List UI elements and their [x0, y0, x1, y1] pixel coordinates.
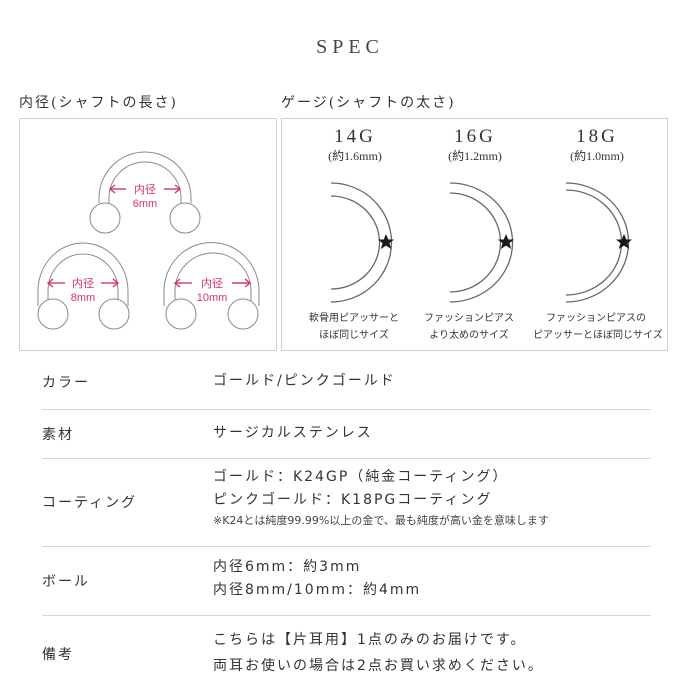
gauge-mm: (約1.6mm): [328, 149, 382, 163]
spec-value: サージカルステンレス: [213, 425, 373, 441]
gauge-name: 16G: [454, 126, 496, 147]
spec-row-color: カラー ゴールド/ピンクゴールド: [42, 372, 651, 396]
spec-value: こちらは【片耳用】1点のみのお届けです。 両耳お使いの場合は2点お買い求めくださ…: [213, 632, 544, 674]
svg-text:6mm: 6mm: [133, 198, 157, 210]
spec-value: 内径6mm：約3mm 内径8mm/10mm：約4mm: [213, 559, 422, 598]
arc-18g-inner: [565, 189, 623, 296]
spec-label: 備考: [42, 647, 74, 663]
gauge-arcs: [330, 182, 632, 303]
svg-text:10mm: 10mm: [197, 292, 228, 304]
gauge-heading: ゲージ(シャフトの太さ): [281, 95, 456, 111]
arc-18g-outer: [565, 182, 630, 303]
arc-14g-inner: [330, 195, 381, 290]
svg-text:内径: 内径: [201, 276, 223, 290]
gauge-14g: 14G (約1.6mm): [292, 126, 418, 164]
svg-text:8mm: 8mm: [71, 292, 95, 304]
horseshoe-10mm: [163, 242, 260, 330]
divider: [42, 409, 651, 410]
inner-diameter-diagram: 内径 6mm 内径 8mm: [19, 118, 277, 351]
spec-value: ゴールド/ピンクゴールド: [213, 373, 396, 389]
divider: [42, 615, 651, 616]
spec-label: ボール: [42, 574, 90, 590]
star-icon: [378, 234, 632, 249]
divider: [42, 458, 651, 459]
gauge-mm: (約1.2mm): [448, 149, 502, 163]
page-title: SPEC: [316, 36, 384, 58]
gauge-16g-description: ファッションピアス より太めのサイズ: [424, 313, 514, 341]
gauge-name: 14G: [334, 126, 376, 147]
spec-row-ball: ボール 内径6mm：約3mm 内径8mm/10mm：約4mm: [42, 556, 651, 606]
coating-note: ※K24とは純度99.99%以上の金で、最も純度が高い金を意味します: [213, 514, 549, 527]
horseshoe-diagram: 内径 6mm 内径 8mm: [37, 151, 260, 330]
svg-text:内径: 内径: [72, 276, 94, 290]
gauge-14g-description: 軟骨用ピアッサーと ほぼ同じサイズ: [309, 313, 399, 341]
horseshoe-8mm: [37, 242, 130, 330]
gauge-diagram: [281, 118, 668, 351]
gauge-name: 18G: [576, 126, 618, 147]
spec-value: ゴールド：K24GP（純金コーティング） ピンクゴールド：K18PGコーティング…: [213, 466, 549, 530]
divider: [42, 546, 651, 547]
gauge-16g: 16G (約1.2mm): [412, 126, 538, 164]
spec-row-material: 素材 サージカルステンレス: [42, 424, 651, 448]
inner-diameter-heading: 内径(シャフトの長さ): [19, 95, 178, 111]
svg-text:内径: 内径: [134, 182, 156, 196]
horseshoe-6mm: [89, 151, 201, 234]
spec-row-coating: コーティング ゴールド：K24GP（純金コーティング） ピンクゴールド：K18P…: [42, 466, 651, 542]
spec-row-notes: 備考 こちらは【片耳用】1点のみのお届けです。 両耳お使いの場合は2点お買い求め…: [42, 627, 651, 679]
arc-16g-outer: [449, 182, 514, 303]
arc-16g-inner: [449, 192, 502, 293]
gauge-mm: (約1.0mm): [570, 149, 624, 163]
arc-14g-outer: [330, 182, 393, 303]
gauge-18g: 18G (約1.0mm): [534, 126, 660, 164]
gauge-18g-description: ファッションピアスの ピアッサーとほぼ同じサイズ: [533, 313, 663, 341]
spec-label: 素材: [42, 427, 74, 443]
spec-label: カラー: [42, 375, 90, 391]
spec-label: コーティング: [42, 495, 138, 511]
